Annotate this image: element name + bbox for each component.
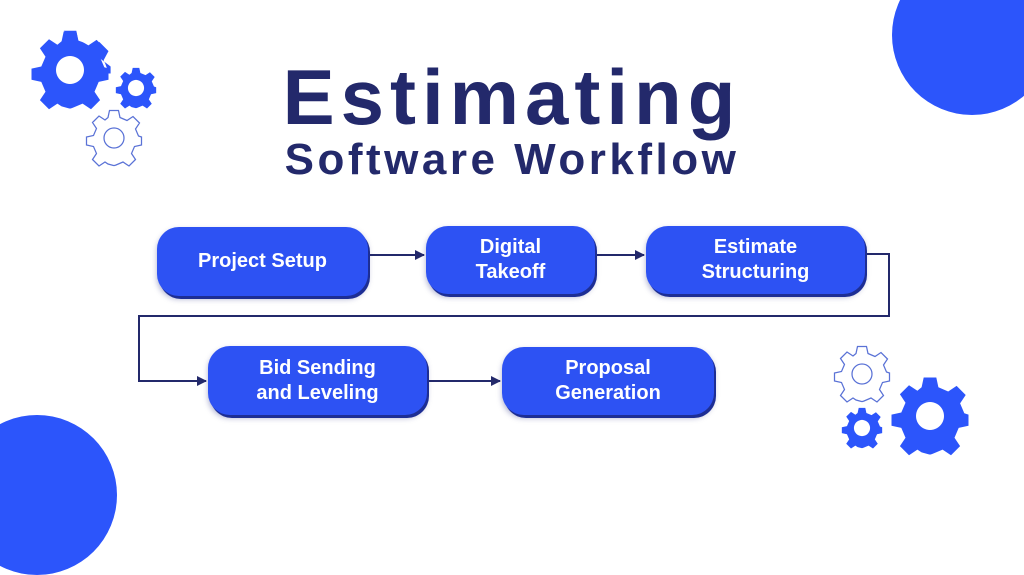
gear-outline-icon [833, 345, 891, 403]
step-project-setup[interactable]: Project Setup [157, 227, 368, 296]
gear-icon [31, 30, 111, 110]
step-label: Project Setup [198, 250, 327, 272]
arrow-structuring-to-bid [138, 253, 890, 386]
step-label: Estimate Structuring [701, 236, 810, 283]
workflow-connectors [138, 250, 890, 386]
step-label: Bid Sending and Leveling [256, 356, 379, 404]
step-estimate-structuring[interactable]: Estimate Structuring [646, 226, 865, 294]
gear-outline-icon [85, 109, 143, 167]
step-label: Proposal Generation [555, 357, 661, 404]
gear-icon [115, 67, 157, 109]
page-title: Estimating [282, 53, 742, 141]
step-proposal-generation[interactable]: Proposal Generation [502, 347, 714, 415]
step-bid-sending-leveling[interactable]: Bid Sending and Leveling [208, 346, 427, 415]
gear-icon [841, 407, 883, 449]
step-label: Digital Takeoff [475, 236, 546, 283]
step-digital-takeoff[interactable]: Digital Takeoff [426, 226, 595, 294]
gear-icon [891, 377, 969, 456]
page-subtitle: Software Workflow [284, 135, 740, 184]
